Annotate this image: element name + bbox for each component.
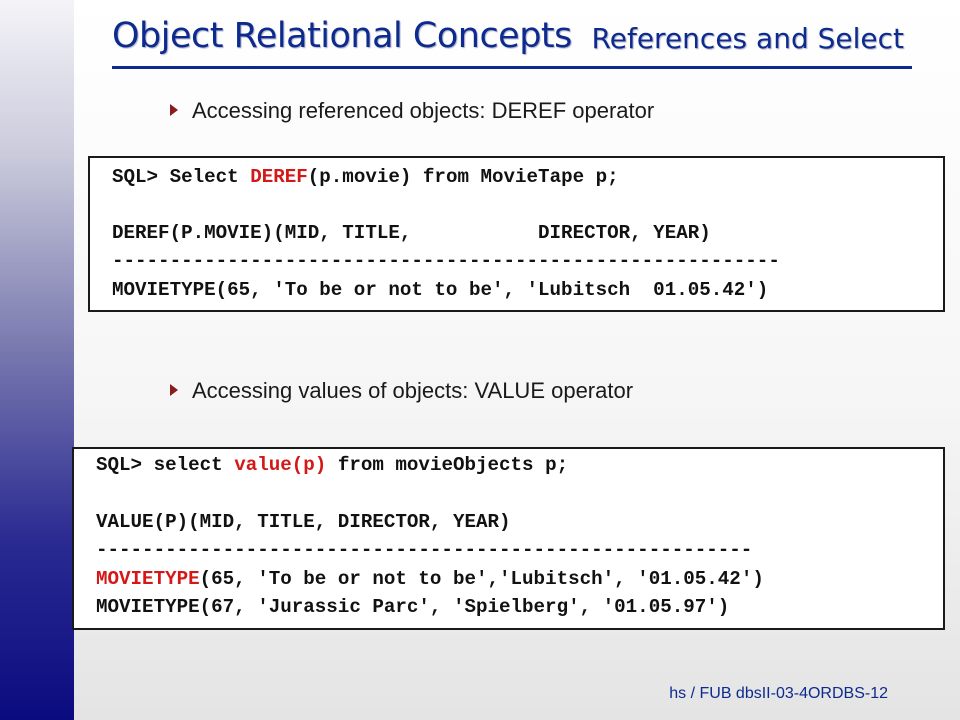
code-line: VALUE(P)(MID, TITLE, DIRECTOR, YEAR): [96, 511, 511, 533]
footer-text: hs / FUB dbsII-03-4ORDBS-12: [669, 685, 888, 702]
bullet-arrow-icon: [170, 104, 178, 116]
bullet-arrow-icon: [170, 384, 178, 396]
code-line: SQL> select value(p) from movieObjects p…: [96, 454, 569, 476]
code-block-deref: SQL> Select DEREF(p.movie) from MovieTap…: [88, 156, 945, 312]
slide-subtitle: References and Select: [591, 22, 904, 55]
slide-title: Object Relational Concepts: [112, 16, 572, 56]
keyword-value: value(p): [234, 454, 327, 476]
code-line: DEREF(P.MOVIE)(MID, TITLE, DIRECTOR, YEA…: [112, 222, 711, 244]
code-line: SQL> Select DEREF(p.movie) from MovieTap…: [112, 166, 619, 188]
code-line: MOVIETYPE(65, 'To be or not to be', 'Lub…: [112, 279, 769, 301]
code-line: ----------------------------------------…: [96, 539, 753, 561]
title-bar: Object Relational Concepts References an…: [112, 16, 912, 69]
code-line: MOVIETYPE(65, 'To be or not to be','Lubi…: [96, 568, 764, 590]
bullet-text: Accessing values of objects: VALUE opera…: [192, 378, 634, 403]
bullet-value: Accessing values of objects: VALUE opera…: [170, 378, 633, 404]
code-line: ----------------------------------------…: [112, 250, 780, 272]
sidebar-gradient-bar: [0, 0, 74, 720]
keyword-deref: DEREF: [250, 166, 308, 188]
code-block-value: SQL> select value(p) from movieObjects p…: [72, 447, 945, 630]
bullet-deref: Accessing referenced objects: DEREF oper…: [170, 98, 654, 124]
code-line: MOVIETYPE(67, 'Jurassic Parc', 'Spielber…: [96, 596, 730, 618]
keyword-movietype: MOVIETYPE: [96, 568, 200, 590]
bullet-text: Accessing referenced objects: DEREF oper…: [192, 98, 655, 123]
